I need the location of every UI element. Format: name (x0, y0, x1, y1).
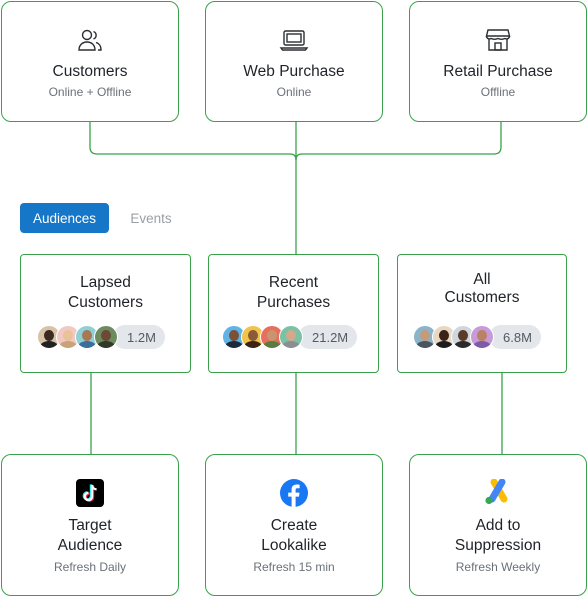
connector-retail-purchase (295, 122, 502, 161)
facebook-icon (279, 479, 309, 507)
destination-title: Add to Suppression (454, 517, 542, 554)
audience-count-pill: 1.2M (113, 325, 165, 349)
avatar (279, 325, 303, 349)
audience-title: Lapsed Customers (68, 274, 143, 311)
users-icon (76, 26, 104, 54)
source-subtitle: Online + Offline (48, 85, 132, 99)
source-card-customers[interactable]: Customers Online + Offline (1, 1, 179, 122)
avatar-group: 6.8M (413, 325, 541, 349)
destination-card-target-audience[interactable]: Target Audience Refresh Daily (1, 454, 179, 596)
storefront-icon (484, 26, 512, 54)
destination-title: Target Audience (57, 517, 123, 554)
source-title: Web Purchase (243, 63, 345, 80)
audience-card-lapsed-customers[interactable]: Lapsed Customers 1.2M (20, 254, 191, 373)
tab-events[interactable]: Events (130, 210, 172, 226)
avatar (56, 325, 80, 349)
destination-title: Create Lookalike (261, 517, 327, 554)
avatar (470, 325, 494, 349)
destination-subtitle: Refresh Weekly (455, 560, 541, 574)
destination-subtitle: Refresh Daily (53, 560, 127, 574)
destination-card-create-lookalike[interactable]: Create Lookalike Refresh 15 min (205, 454, 383, 596)
source-title: Retail Purchase (443, 63, 553, 80)
source-subtitle: Online (276, 85, 312, 99)
laptop-icon (279, 26, 309, 54)
destination-card-add-to-suppression[interactable]: Add to Suppression Refresh Weekly (409, 454, 587, 596)
avatar (222, 325, 246, 349)
source-subtitle: Offline (480, 85, 516, 99)
tab-audiences[interactable]: Audiences (20, 203, 109, 233)
source-title: Customers (52, 63, 128, 80)
google-ads-icon (483, 479, 513, 507)
source-card-web-purchase[interactable]: Web Purchase Online (205, 1, 383, 122)
audience-count-pill: 6.8M (489, 325, 541, 349)
audience-title: Recent Purchases (256, 274, 331, 311)
avatar-group: 21.2M (222, 325, 358, 349)
audience-count-pill: 21.2M (298, 325, 358, 349)
avatar (94, 325, 118, 349)
connector-customers (89, 122, 297, 161)
tiktok-icon (76, 479, 104, 507)
avatar (260, 325, 284, 349)
audience-card-all-customers[interactable]: All Customers 6.8M (397, 254, 567, 373)
audience-card-recent-purchases[interactable]: Recent Purchases 21.2M (208, 254, 379, 373)
source-card-retail-purchase[interactable]: Retail Purchase Offline (409, 1, 587, 122)
destination-subtitle: Refresh 15 min (253, 560, 335, 574)
avatar-group: 1.2M (37, 325, 165, 349)
avatar (37, 325, 61, 349)
audience-title: All Customers (444, 271, 520, 306)
